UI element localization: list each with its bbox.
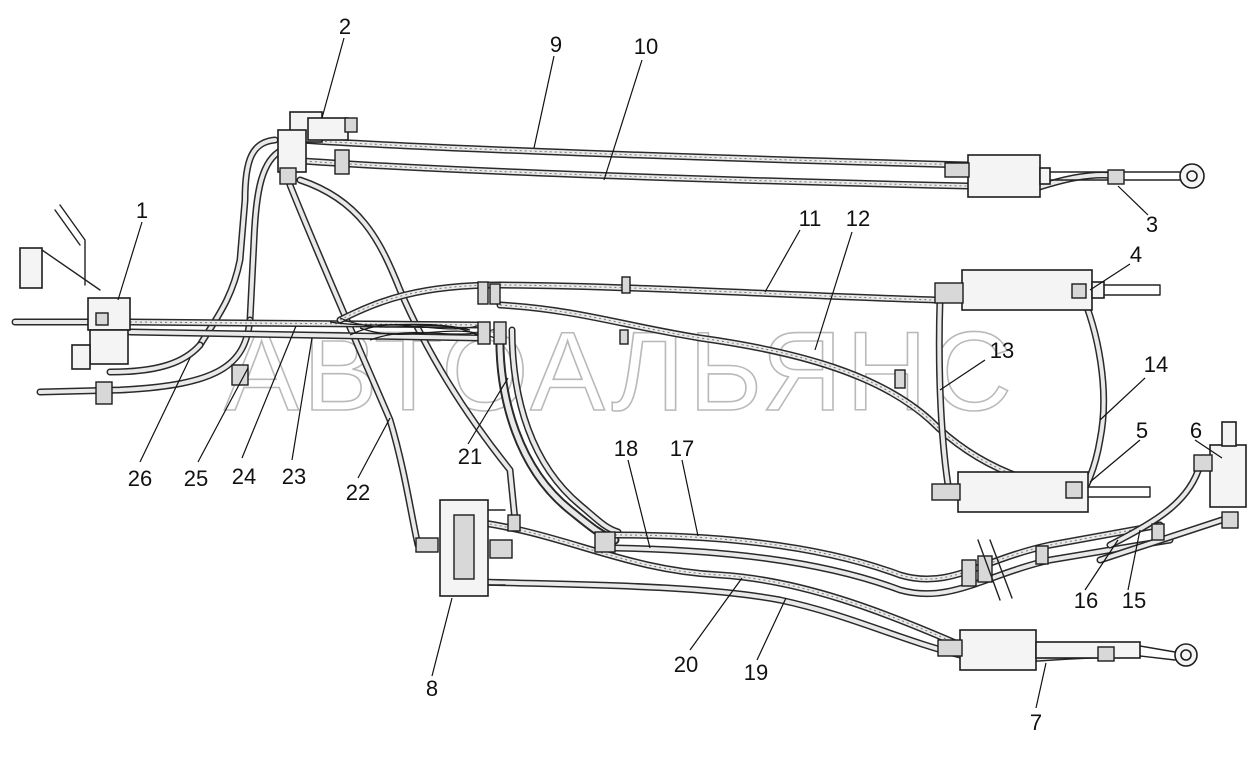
callout-16: 16: [1074, 588, 1098, 613]
callout-14: 14: [1144, 352, 1168, 377]
callout-24: 24: [232, 464, 256, 489]
watermark-text: АВТОАЛЬЯНС: [224, 309, 1016, 434]
callout-26: 26: [128, 466, 152, 491]
callout-4: 4: [1130, 242, 1142, 267]
callout-5: 5: [1136, 418, 1148, 443]
callout-8: 8: [426, 676, 438, 701]
hose-22: [286, 181, 422, 549]
callout-7: 7: [1030, 710, 1042, 735]
callout-18: 18: [614, 436, 638, 461]
callout-25: 25: [184, 466, 208, 491]
callout-15: 15: [1122, 588, 1146, 613]
callout-21: 21: [458, 444, 482, 469]
callout-19: 19: [744, 660, 768, 685]
hose-18: [611, 536, 1174, 598]
hose-17: [611, 521, 1164, 583]
callout-labels: 1 2 3 4 5 6 7 8 9 10 11 12 13 14 15 16 1…: [128, 14, 1202, 735]
hose-9: [296, 136, 972, 169]
leader-lines: [117, 37, 1223, 709]
callout-1: 1: [136, 198, 148, 223]
callout-23: 23: [282, 464, 306, 489]
valve-8: [415, 499, 521, 597]
callout-20: 20: [674, 652, 698, 677]
callout-6: 6: [1190, 418, 1202, 443]
fittings: [231, 364, 1165, 601]
hose-center-curve: [495, 325, 622, 545]
callout-12: 12: [846, 206, 870, 231]
callout-13: 13: [990, 338, 1014, 363]
hose-26: [106, 341, 204, 376]
valve-1: [19, 204, 131, 405]
hose-14: [1076, 286, 1108, 499]
callout-17: 17: [670, 436, 694, 461]
callout-11: 11: [799, 206, 822, 231]
cylinder-3: [944, 154, 1205, 198]
hoses: [11, 136, 1232, 664]
junction-block: [477, 276, 906, 389]
hose-19: [476, 578, 964, 659]
valve-2: [277, 111, 358, 185]
hose-12: [496, 301, 1089, 494]
cylinder-4: [934, 269, 1161, 311]
hose-11: [336, 281, 939, 324]
cylinder-5: [931, 471, 1151, 513]
callout-2: 2: [339, 14, 351, 39]
hose-20: [456, 516, 964, 649]
hose-10: [286, 156, 972, 190]
callout-3: 3: [1146, 212, 1158, 237]
hose-23: [126, 328, 484, 342]
hose-13: [935, 296, 952, 489]
callout-9: 9: [550, 32, 562, 57]
cylinder-7: [937, 629, 1198, 671]
cylinder-6: [1193, 421, 1247, 529]
hose-16: [1106, 461, 1204, 549]
callout-10: 10: [634, 34, 658, 59]
callout-22: 22: [346, 480, 370, 505]
